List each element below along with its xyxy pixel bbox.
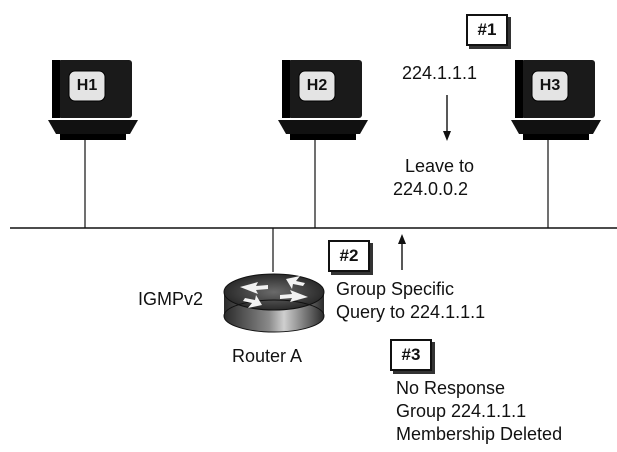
step-1-tag: #1: [466, 14, 508, 46]
step-2-query-line-2: Query to 224.1.1.1: [336, 301, 485, 323]
router-name-label: Router A: [232, 345, 302, 367]
host-h2: H2: [272, 46, 372, 146]
step-2-query-line-1: Group Specific: [336, 278, 454, 300]
step-2-tag: #2: [328, 240, 370, 272]
step-1-leave-text: Leave to: [405, 155, 474, 177]
leave-arrow: [443, 95, 451, 141]
step-1-leave-address: 224.0.0.2: [393, 178, 468, 200]
query-arrow: [398, 234, 406, 270]
step-3-line-3: Membership Deleted: [396, 423, 562, 445]
host-h1: H1: [42, 46, 142, 146]
host-h3-label: H3: [532, 72, 568, 100]
host-h1-label: H1: [69, 72, 105, 100]
router-icon: [224, 274, 324, 332]
step-3-line-2: Group 224.1.1.1: [396, 400, 526, 422]
router-protocol-label: IGMPv2: [138, 288, 203, 310]
host-h3: H3: [505, 46, 605, 146]
step-3-line-1: No Response: [396, 377, 505, 399]
host-h2-label: H2: [299, 72, 335, 100]
step-3-tag: #3: [390, 339, 432, 371]
step-1-group-address: 224.1.1.1: [402, 62, 477, 84]
